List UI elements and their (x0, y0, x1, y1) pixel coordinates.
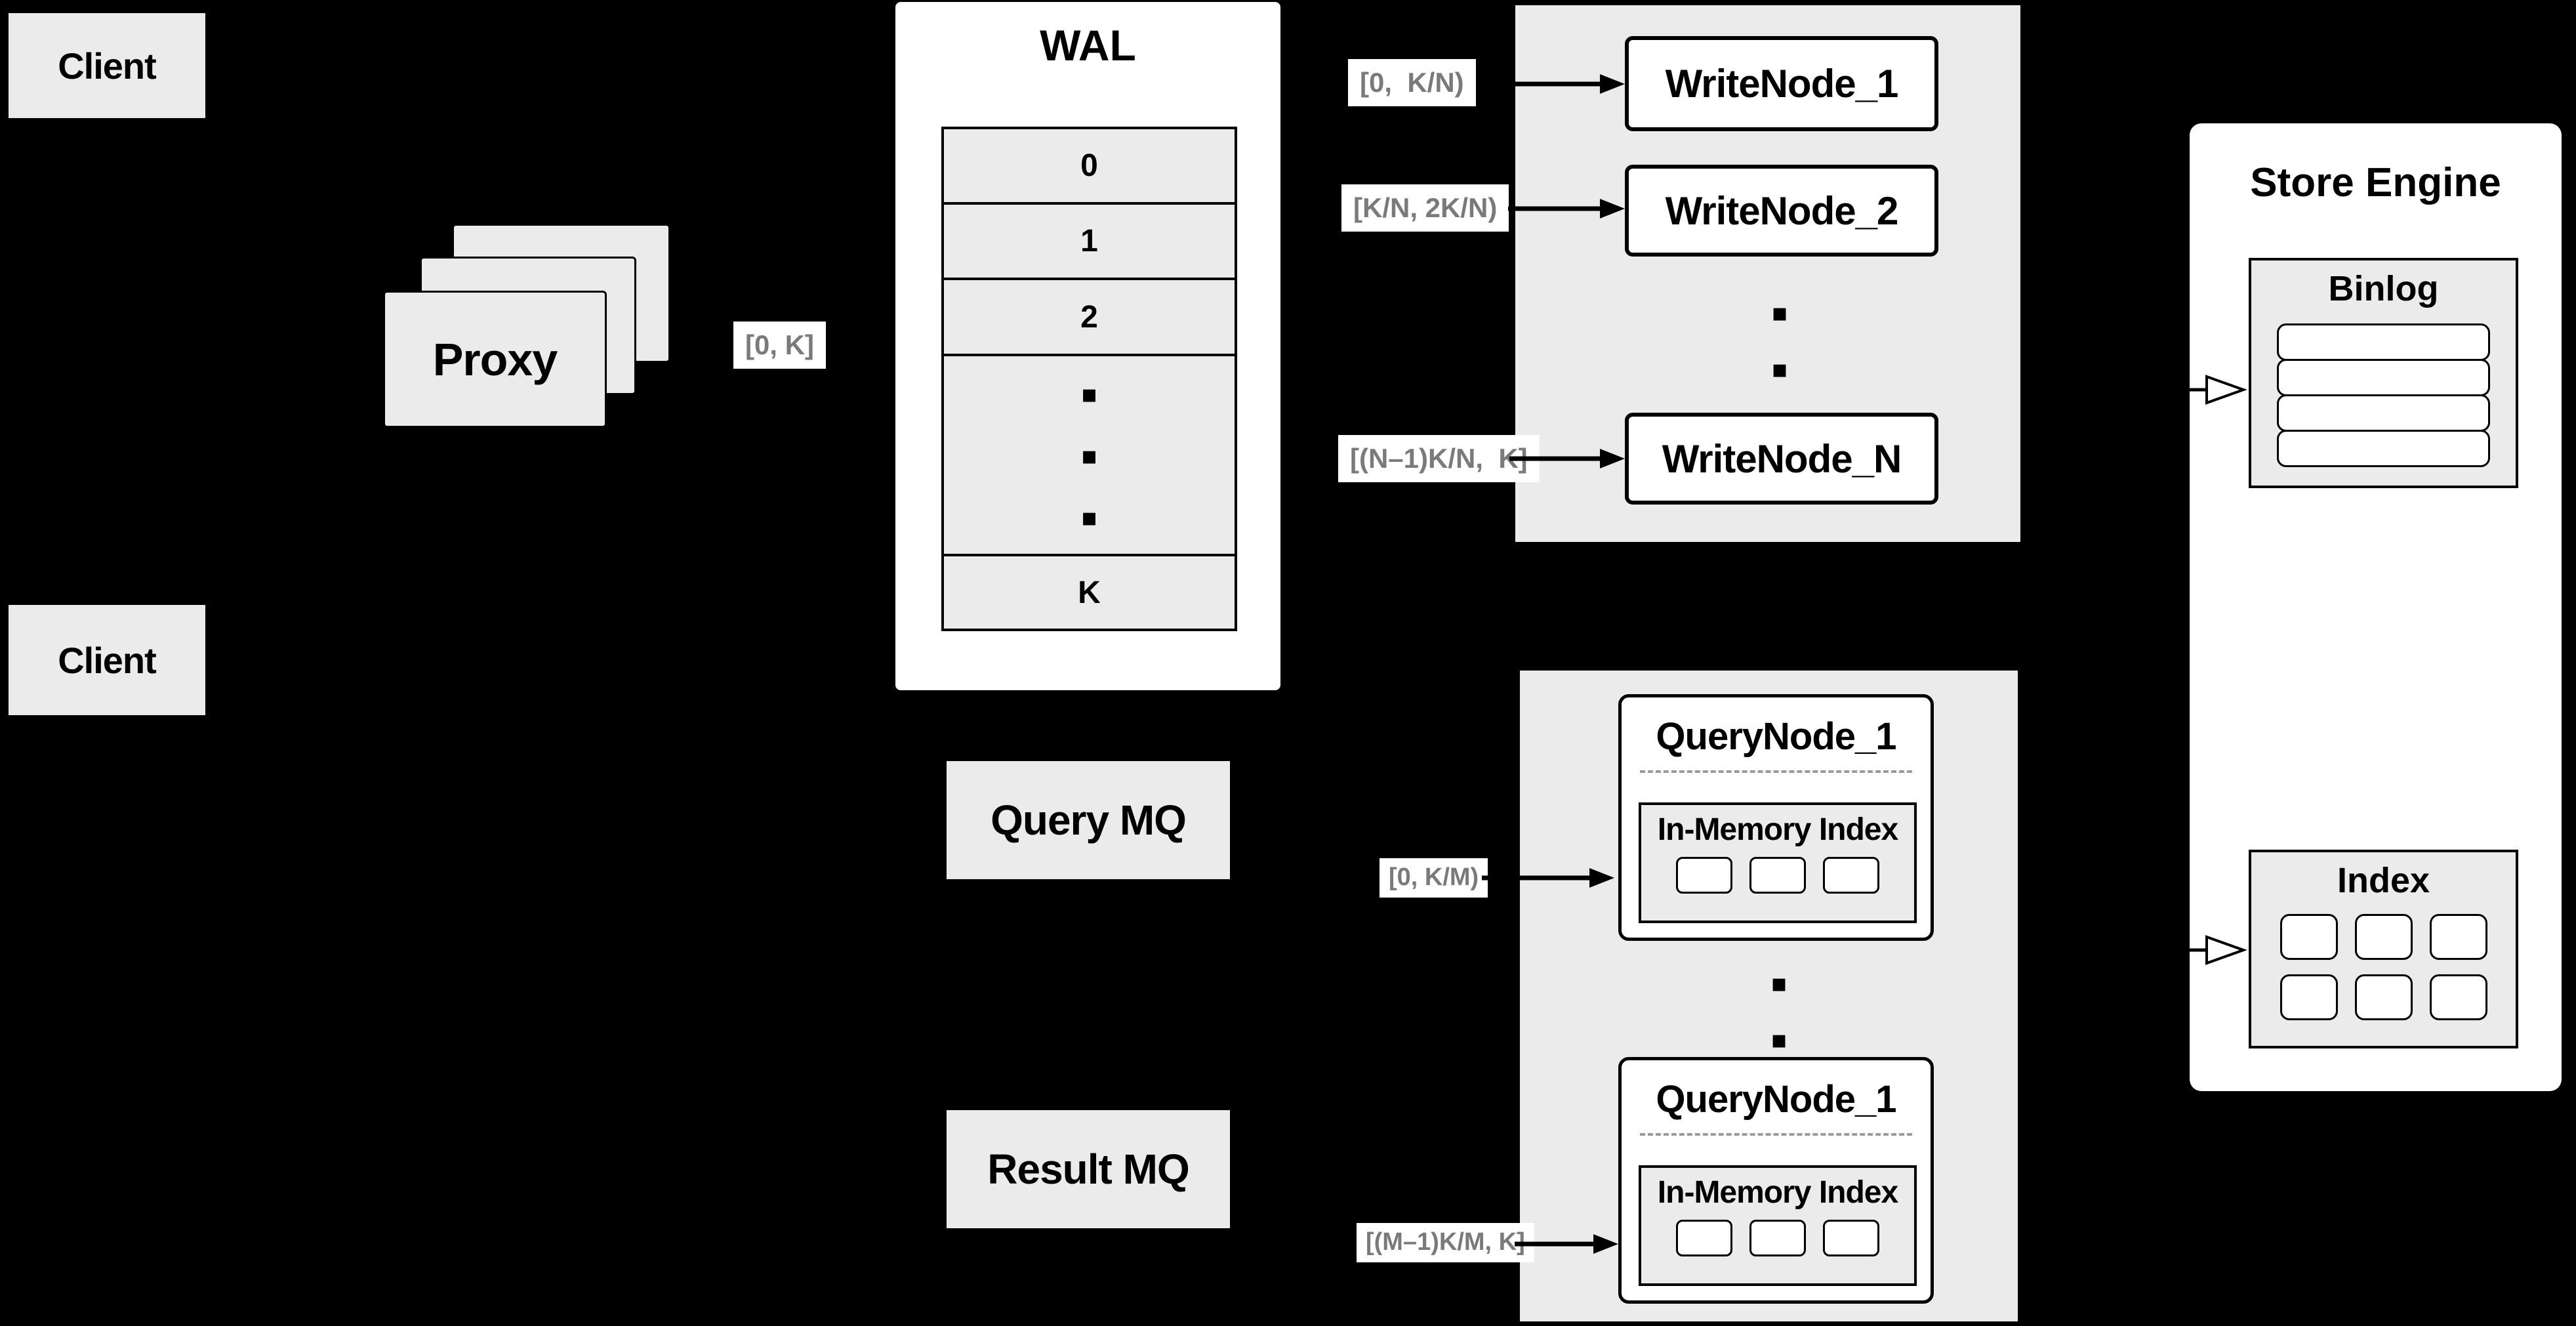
wal-row-1: 1 (944, 205, 1235, 280)
arrow-into-binlog-icon (2125, 375, 2247, 405)
query-node-group: QueryNode_1 In-Memory Index ▪ ▪ ▪ QueryN… (1520, 671, 2018, 1321)
wal-ellipsis-icon: ▪ ▪ ▪ (1080, 379, 1098, 531)
index-segment-cell (2429, 914, 2487, 960)
proxy-box-front: Proxy (383, 291, 607, 428)
query-node-top: QueryNode_1 In-Memory Index (1618, 694, 1934, 941)
arrow-range-to-querynode-bottom-icon (1515, 1234, 1618, 1254)
range-label-proxy: [0, K] (733, 321, 826, 369)
index-segment-cell (2429, 974, 2487, 1020)
binlog-row (2277, 394, 2490, 432)
in-memory-index-top: In-Memory Index (1639, 802, 1917, 923)
range-label-writeN: [(N–1)K/N, K] (1338, 435, 1540, 483)
in-memory-index-bottom-title: In-Memory Index (1657, 1175, 1898, 1210)
index-segment-cell (2280, 974, 2338, 1020)
query-node-bottom: QueryNode_1 In-Memory Index (1618, 1057, 1934, 1304)
range-label-query1: [0, K/M) (1380, 858, 1488, 898)
arrow-rangeN-to-writenodeN-icon (1509, 449, 1625, 468)
wal-row-k-label: K (1078, 575, 1101, 610)
wal-row-k: K (944, 556, 1235, 629)
result-mq-label: Result MQ (987, 1146, 1189, 1193)
memory-segment-cell (1676, 857, 1732, 894)
wal-row-0-label: 0 (1080, 148, 1098, 183)
wal-row-2: 2 (944, 280, 1235, 356)
binlog-row (2277, 359, 2490, 396)
write-node-group: WriteNode_1 WriteNode_2 ▪ ▪ ▪ WriteNode_… (1515, 5, 2020, 542)
memory-segment-cell (1823, 857, 1879, 894)
index-segment-cell (2354, 914, 2413, 960)
client-box-top: Client (9, 13, 205, 118)
binlog-row (2277, 430, 2490, 467)
range-label-write2: [K/N, 2K/N) (1341, 184, 1509, 232)
in-memory-index-top-title: In-Memory Index (1657, 812, 1898, 847)
wal-row-ellipsis: ▪ ▪ ▪ (944, 356, 1235, 556)
wal-row-2-label: 2 (1080, 299, 1098, 335)
wal-title: WAL (1040, 21, 1136, 70)
arrow-into-index-icon (2125, 935, 2247, 965)
store-engine-title: Store Engine (2250, 160, 2501, 205)
wal-row-0: 0 (944, 129, 1235, 205)
binlog-row (2277, 323, 2490, 361)
binlog-rows (2251, 323, 2516, 467)
arrow-range2-to-writenode2-icon (1508, 199, 1625, 218)
write-node-2: WriteNode_2 (1625, 165, 1938, 257)
index-segment-cell (2280, 914, 2338, 960)
query-mq-label: Query MQ (991, 797, 1187, 844)
binlog-box: Binlog (2249, 258, 2518, 488)
query-mq-box: Query MQ (947, 761, 1230, 879)
write-node-1: WriteNode_1 (1625, 36, 1938, 131)
store-engine-box: Store Engine Binlog Index (2190, 123, 2562, 1091)
range-label-write1: [0, K/N) (1348, 59, 1476, 107)
in-memory-cells-top (1641, 857, 1914, 894)
arrow-range-to-querynode-top-icon (1482, 868, 1614, 888)
query-node-top-divider (1640, 770, 1912, 773)
client-top-label: Client (58, 45, 157, 87)
proxy-label: Proxy (432, 333, 558, 385)
index-cells (2251, 914, 2516, 1020)
index-box: Index (2249, 850, 2518, 1048)
memory-segment-cell (1749, 1220, 1806, 1256)
result-mq-box: Result MQ (947, 1110, 1230, 1228)
write-node-2-label: WriteNode_2 (1665, 188, 1899, 233)
client-box-bottom: Client (9, 605, 205, 715)
query-node-bottom-title: QueryNode_1 (1656, 1078, 1896, 1121)
memory-segment-cell (1823, 1220, 1879, 1256)
client-bottom-label: Client (58, 639, 157, 681)
arrow-range1-to-writenode1-icon (1484, 74, 1625, 94)
query-node-bottom-divider (1640, 1133, 1912, 1136)
wal-row-1-label: 1 (1080, 224, 1098, 259)
write-node-n-label: WriteNode_N (1662, 436, 1902, 481)
binlog-title: Binlog (2328, 269, 2439, 308)
query-node-top-title: QueryNode_1 (1656, 715, 1896, 758)
index-title: Index (2337, 861, 2430, 900)
in-memory-cells-bottom (1641, 1220, 1914, 1256)
wal-box: WAL 0 1 2 ▪ ▪ ▪ K (895, 2, 1280, 690)
write-node-1-label: WriteNode_1 (1665, 62, 1899, 106)
memory-segment-cell (1749, 857, 1806, 894)
write-node-n: WriteNode_N (1625, 413, 1938, 505)
wal-table: 0 1 2 ▪ ▪ ▪ K (941, 127, 1237, 631)
index-segment-cell (2354, 974, 2413, 1020)
in-memory-index-bottom: In-Memory Index (1639, 1165, 1917, 1286)
range-label-query2: [(M–1)K/M, K] (1357, 1223, 1534, 1262)
memory-segment-cell (1676, 1220, 1732, 1256)
